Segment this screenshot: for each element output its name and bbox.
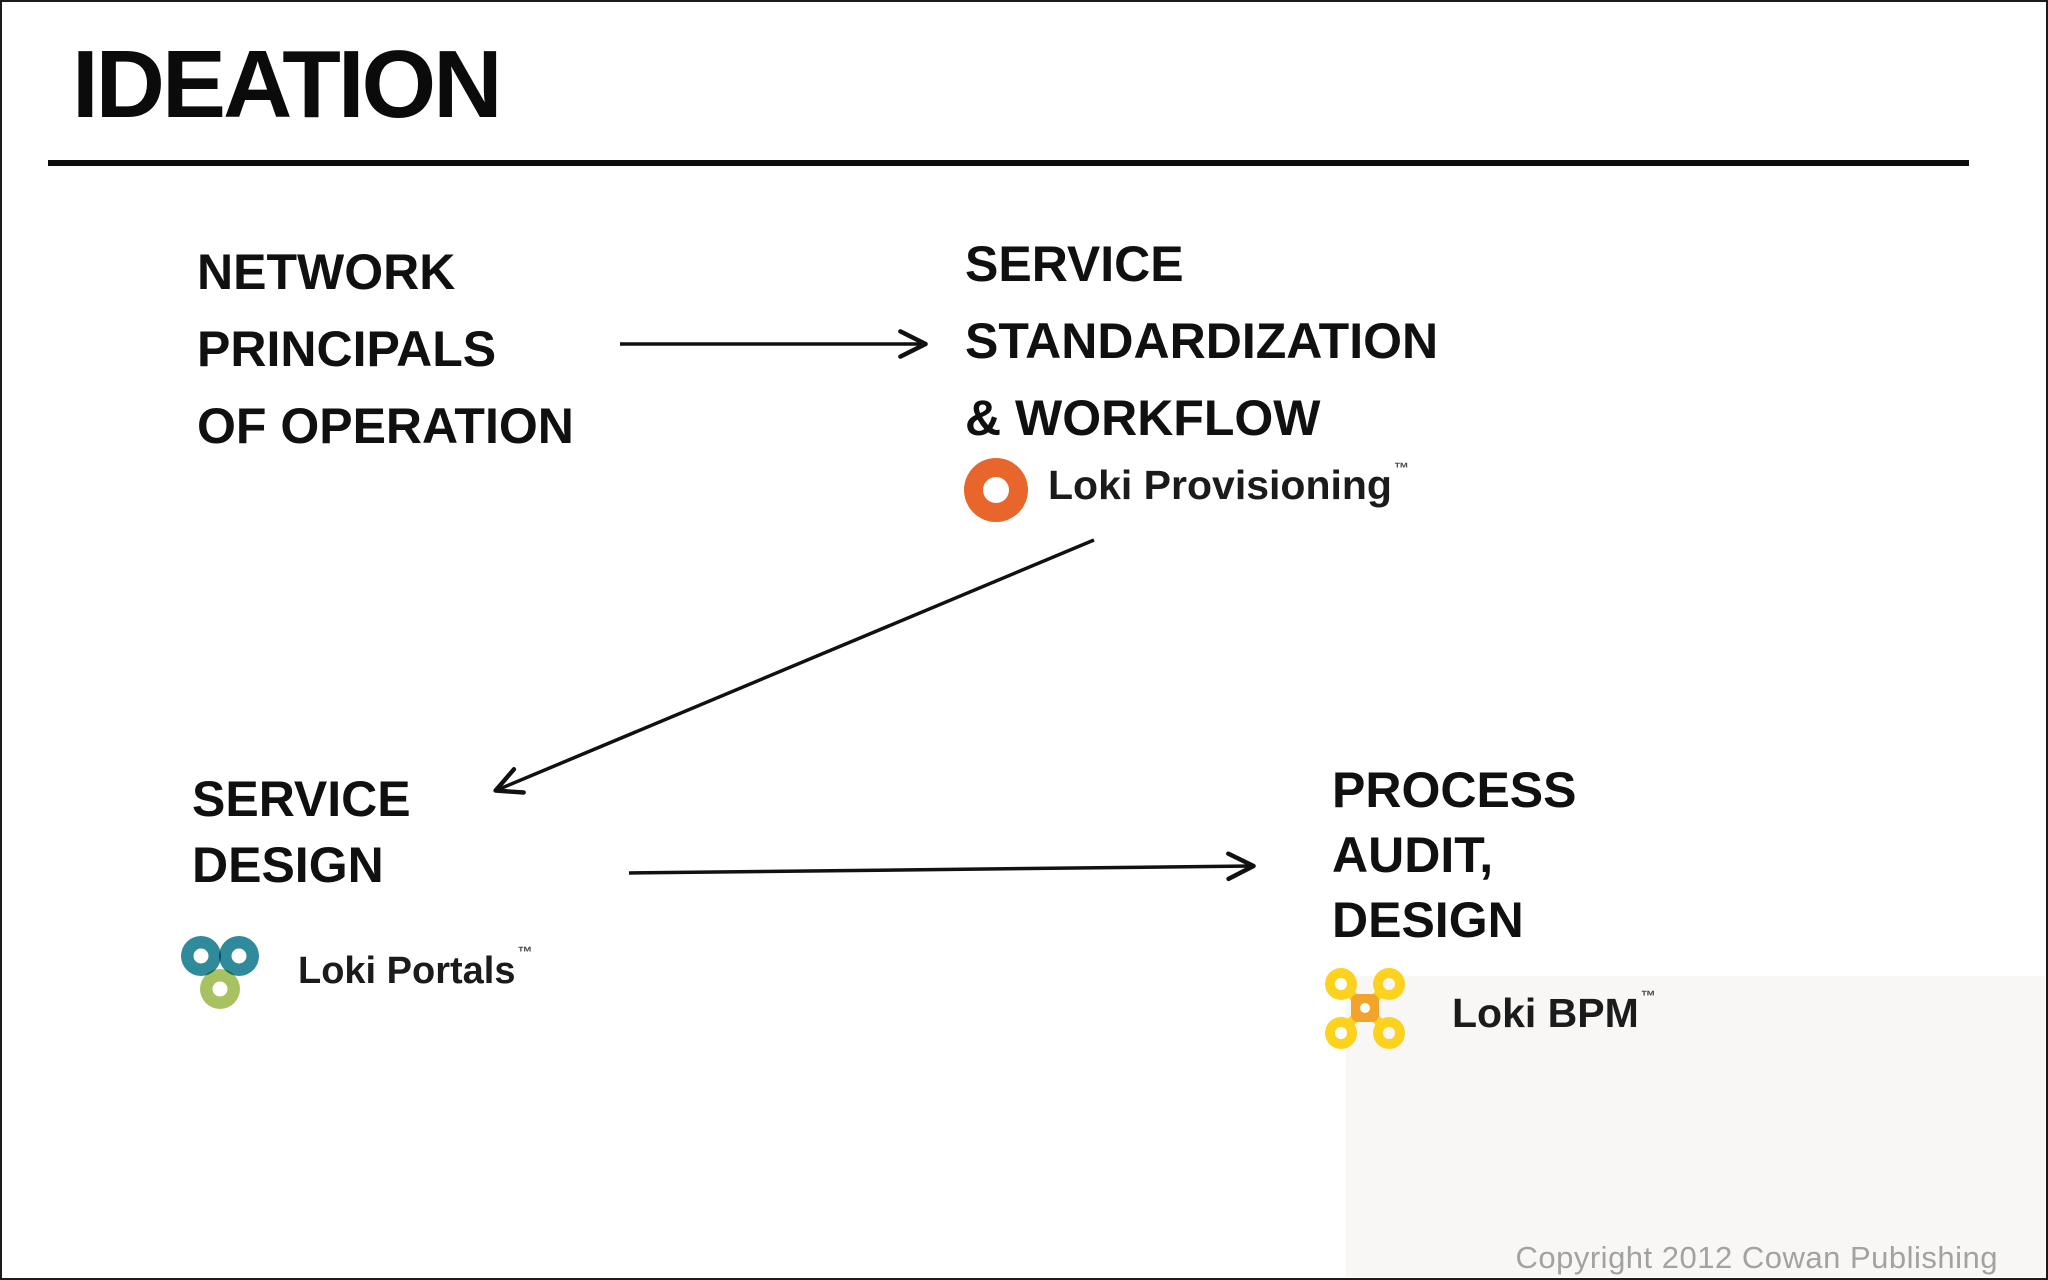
node-service-design: SERVICE DESIGN [192,766,411,898]
node-line: & WORKFLOW [965,390,1321,446]
node-line: NETWORK [197,244,456,300]
node-line: STANDARDIZATION [965,313,1439,369]
loki-portals-text: Loki Portals [298,950,516,992]
loki-provisioning-text: Loki Provisioning [1048,462,1392,508]
node-line: SERVICE [192,771,411,827]
loki-bpm-icon [1325,968,1405,1049]
page-title: IDEATION [72,31,503,138]
node-network-principals: NETWORK PRINCIPALS OF OPERATION [197,234,574,465]
node-line: DESIGN [192,837,384,893]
node-line: PROCESS [1332,762,1577,818]
node-line: SERVICE [965,236,1184,292]
node-line: OF OPERATION [197,398,574,454]
loki-bpm-text: Loki BPM [1452,990,1639,1036]
title-underline [48,160,1969,166]
node-line: DESIGN [1332,892,1524,948]
trademark-mark: ™ [1393,460,1409,477]
trademark-mark: ™ [1640,988,1656,1005]
node-process-audit-design: PROCESS AUDIT, DESIGN [1332,758,1577,953]
node-service-standardization: SERVICE STANDARDIZATION & WORKFLOW [965,226,1438,457]
node-line: AUDIT, [1332,827,1494,883]
trademark-mark: ™ [517,944,533,961]
arrow-service-design-to-process-audit [628,851,1256,882]
loki-portals-icon [181,936,259,1010]
node-line: PRINCIPALS [197,321,497,377]
watermark-panel [1346,976,2045,1277]
loki-provisioning-icon [964,458,1028,522]
arrow-standardization-to-service-design [493,538,1095,795]
copyright-text: Copyright 2012 Cowan Publishing [1515,1240,1998,1275]
